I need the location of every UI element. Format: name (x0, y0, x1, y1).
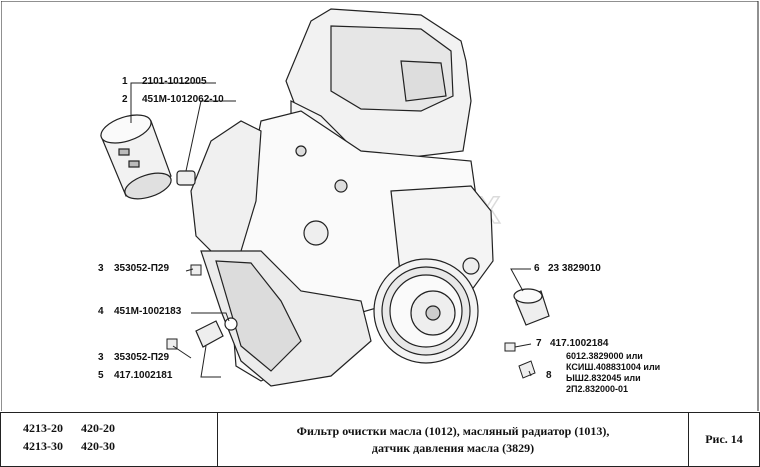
callout-3b-number: 3 (98, 352, 104, 363)
callout-3b-part: 353052-П29 (114, 352, 170, 363)
engine-block (190, 8, 494, 387)
plug-part-upper (190, 264, 202, 276)
callout-1-number: 1 (122, 76, 128, 87)
callout-3a-number: 3 (98, 263, 104, 274)
callout-5-number: 5 (98, 370, 104, 381)
callout-2-number: 2 (122, 94, 128, 105)
figure-number: Рис. 14 (705, 432, 743, 446)
figure-caption: Фильтр очистки масла (1012), масляный ра… (218, 413, 689, 466)
callout-7-number: 7 (536, 338, 542, 349)
callout-1-part: 2101-1012005 (142, 76, 207, 87)
valve-assembly-part (195, 317, 238, 348)
callout-7-part: 417.1002184 (550, 338, 609, 349)
caption-line-1: Фильтр очистки масла (1012), масляный ра… (296, 423, 610, 438)
callout-4-part: 451М-1002183 (114, 306, 182, 317)
callout-4-number: 4 (98, 306, 104, 317)
engine-exploded-view: PLEX (1, 1, 759, 411)
caption-line-2: датчик давления масла (3829) (371, 440, 535, 455)
pressure-sensor-part (513, 288, 550, 326)
oil-filter-part (100, 114, 172, 200)
plug-part-lower (166, 338, 178, 350)
callout-8-alt-4: 2П2.832000-01 (566, 384, 629, 394)
callout-8-alt-3: ЫШ2.832045 или (566, 373, 641, 383)
callout-5-part: 417.1002181 (114, 370, 173, 381)
adapter-part (504, 342, 516, 352)
sensor-switch-part (518, 360, 536, 379)
callout-6-number: 6 (534, 263, 540, 274)
fitting-part (176, 170, 196, 186)
callout-2-part: 451М-1012062-10 (142, 94, 224, 105)
callout-6-part: 23 3829010 (548, 263, 601, 274)
callout-8-alt-1: 6012.3829000 или (566, 351, 643, 361)
callout-8-alt-2: КСИШ.408831004 или (566, 362, 661, 372)
leader-lines (130, 82, 532, 378)
callout-3a-part: 353052-П29 (114, 263, 170, 274)
callout-8-number: 8 (546, 370, 552, 381)
